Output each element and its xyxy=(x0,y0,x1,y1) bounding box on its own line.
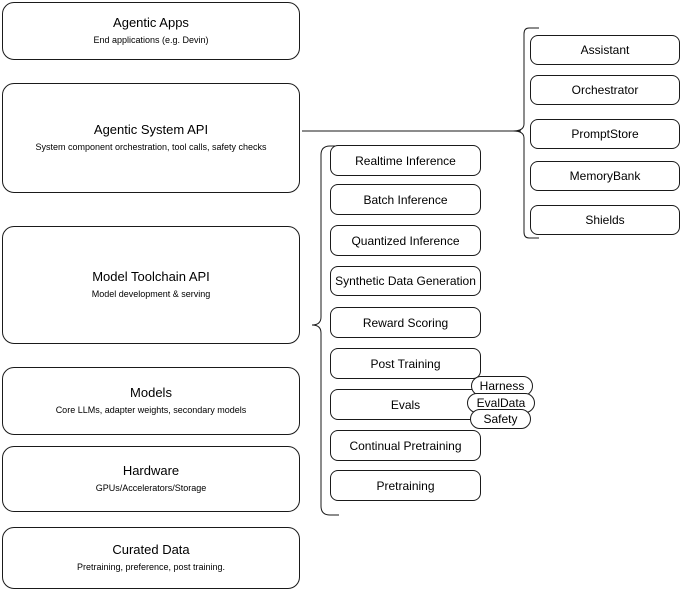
system-component-promptstore[interactable]: PromptStore xyxy=(530,119,680,149)
toolchain-item-realtime-inference[interactable]: Realtime Inference xyxy=(330,145,481,176)
layer-title: Models xyxy=(130,385,172,400)
layer-agentic-system-api[interactable]: Agentic System API System component orch… xyxy=(2,83,300,193)
toolchain-item-reward-scoring[interactable]: Reward Scoring xyxy=(330,307,481,338)
toolchain-item-label: Quantized Inference xyxy=(351,233,460,248)
system-component-orchestrator[interactable]: Orchestrator xyxy=(530,75,680,105)
layer-agentic-apps[interactable]: Agentic Apps End applications (e.g. Devi… xyxy=(2,2,300,60)
layer-models[interactable]: Models Core LLMs, adapter weights, secon… xyxy=(2,367,300,435)
toolchain-item-label: Batch Inference xyxy=(363,192,448,207)
system-component-shields[interactable]: Shields xyxy=(530,205,680,235)
layer-title: Curated Data xyxy=(112,542,190,557)
layer-title: Hardware xyxy=(122,463,180,478)
layer-subtitle: System component orchestration, tool cal… xyxy=(35,142,267,152)
system-component-assistant[interactable]: Assistant xyxy=(530,35,680,65)
layer-subtitle: Model development & serving xyxy=(91,289,211,299)
layer-title: Agentic Apps xyxy=(113,15,189,30)
toolchain-item-post-training[interactable]: Post Training xyxy=(330,348,481,379)
system-component-label: Shields xyxy=(585,213,625,227)
toolchain-item-label: Realtime Inference xyxy=(355,153,456,168)
system-component-label: Orchestrator xyxy=(571,83,639,97)
layer-subtitle: End applications (e.g. Devin) xyxy=(93,35,209,45)
evals-subcomponent-safety[interactable]: Safety xyxy=(470,409,531,429)
layer-subtitle: Pretraining, preference, post training. xyxy=(76,562,226,572)
toolchain-item-synthetic-data-generation[interactable]: Synthetic Data Generation xyxy=(330,266,481,296)
layer-title: Model Toolchain API xyxy=(92,269,210,284)
toolchain-item-quantized-inference[interactable]: Quantized Inference xyxy=(330,225,481,256)
toolchain-item-label: Synthetic Data Generation xyxy=(335,274,476,288)
toolchain-item-label: Evals xyxy=(390,397,421,412)
system-component-label: MemoryBank xyxy=(569,169,641,183)
layer-subtitle: Core LLMs, adapter weights, secondary mo… xyxy=(55,405,247,415)
layer-hardware[interactable]: Hardware GPUs/Accelerators/Storage xyxy=(2,446,300,512)
evals-subcomponent-label: Safety xyxy=(483,412,518,426)
toolchain-item-evals[interactable]: Evals xyxy=(330,389,481,420)
system-component-memorybank[interactable]: MemoryBank xyxy=(530,161,680,191)
layer-model-toolchain-api[interactable]: Model Toolchain API Model development & … xyxy=(2,226,300,344)
toolchain-item-label: Pretraining xyxy=(376,478,435,493)
toolchain-item-batch-inference[interactable]: Batch Inference xyxy=(330,184,481,215)
toolchain-item-continual-pretraining[interactable]: Continual Pretraining xyxy=(330,430,481,461)
toolchain-item-pretraining[interactable]: Pretraining xyxy=(330,470,481,501)
layer-subtitle: GPUs/Accelerators/Storage xyxy=(95,483,207,493)
evals-subcomponent-label: Harness xyxy=(479,379,525,393)
toolchain-item-label: Post Training xyxy=(370,356,441,371)
layer-title: Agentic System API xyxy=(93,122,209,137)
toolchain-item-label: Continual Pretraining xyxy=(349,438,462,453)
toolchain-item-label: Reward Scoring xyxy=(362,315,449,330)
evals-subcomponent-label: EvalData xyxy=(476,396,526,410)
layer-curated-data[interactable]: Curated Data Pretraining, preference, po… xyxy=(2,527,300,589)
system-component-label: PromptStore xyxy=(571,127,639,141)
system-component-label: Assistant xyxy=(580,43,630,57)
